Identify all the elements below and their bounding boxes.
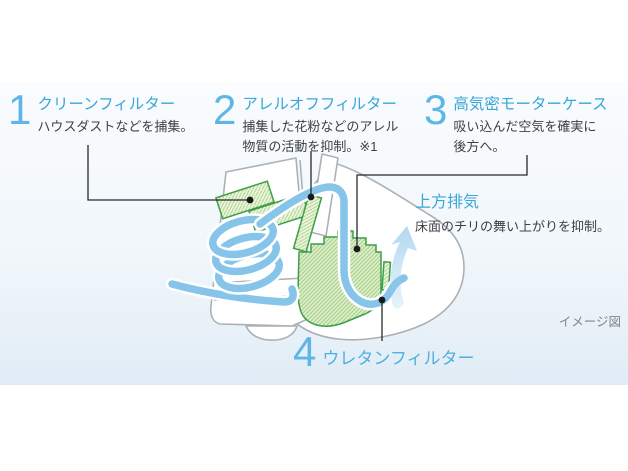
callout-line-3: [356, 155, 528, 247]
image-note: イメージ図: [558, 315, 621, 329]
callout-1-number: 1: [8, 86, 31, 133]
callout-2: 2 アレルオフフィルター 捕集した花粉などのアレル物質の活動を抑制。※1: [213, 86, 408, 157]
exhaust-title: 上方排気: [415, 194, 480, 211]
callout-1: 1 クリーンフィルター ハウスダストなどを捕集。: [8, 86, 194, 137]
callout-2-description: 捕集した花粉などのアレル物質の活動を抑制。※1: [242, 119, 399, 154]
callout-lines: [87, 145, 528, 341]
callout-1-description: ハウスダストなどを捕集。: [37, 119, 194, 134]
upward-exhaust-arrow: [390, 226, 417, 309]
callout-3-description: 吸い込んだ空気を確実に後方へ。: [453, 119, 597, 154]
callout-3: 3 高気密モーターケース 吸い込んだ空気を確実に後方へ。: [424, 86, 608, 157]
callout-2-number: 2: [213, 86, 236, 133]
vacuum-bottom-bump: [245, 325, 298, 341]
exhaust-description: 床面のチリの舞い上がりを抑制。: [415, 219, 611, 234]
callout-dots: [246, 193, 386, 304]
airflow-inlet: [168, 280, 297, 306]
callout-4-title: ウレタンフィルター: [322, 349, 475, 368]
callout-dot-4: [378, 296, 386, 304]
callout-dot-1: [246, 196, 254, 204]
airflow-exit: [256, 183, 408, 308]
callout-line-1: [87, 145, 249, 201]
airflow-coil-2: [212, 232, 280, 276]
callout-3-title: 高気密モーターケース: [453, 96, 608, 113]
callout-4: 4 ウレタンフィルター: [293, 328, 475, 375]
callout-2-title: アレルオフフィルター: [242, 96, 398, 113]
airflow-path: [165, 180, 411, 311]
callout-dot-2: [307, 193, 315, 201]
callout-4-number: 4: [293, 328, 316, 375]
callout-1-title: クリーンフィルター: [37, 96, 176, 113]
callout-dot-3: [353, 245, 361, 253]
exhaust-label: 上方排気 床面のチリの舞い上がりを抑制。: [415, 188, 610, 237]
callout-3-number: 3: [424, 86, 447, 133]
airflow-coil-3: [209, 215, 277, 259]
